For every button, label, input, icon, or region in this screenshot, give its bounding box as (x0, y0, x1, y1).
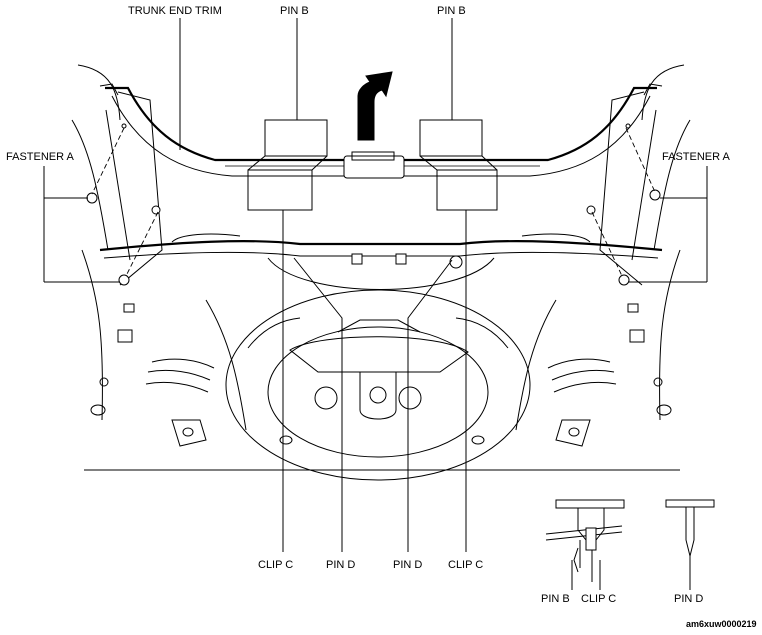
label-pin-b-right: PIN B (437, 5, 466, 17)
label-clip-c-left: CLIP C (258, 559, 293, 571)
callout-lines (43, 18, 708, 552)
fastener-a-markers (86, 123, 661, 286)
floor-ridges (145, 299, 617, 431)
detail-clip-c-pin-b (545, 499, 625, 590)
trunk-body-drawing (71, 64, 691, 481)
spare-tire-well (225, 289, 531, 481)
label-pin-b-left: PIN B (280, 5, 309, 17)
label-detail-pin-b: PIN B (541, 593, 570, 605)
label-fastener-a-left: FASTENER A (6, 151, 75, 163)
center-handle-tab (343, 155, 405, 179)
label-detail-pin-d: PIN D (674, 593, 703, 605)
image-code: am6xuw0000219 (686, 619, 757, 629)
label-trunk-end-trim: TRUNK END TRIM (128, 5, 222, 17)
removal-direction-arrow (357, 71, 393, 141)
label-fastener-a-right: FASTENER A (662, 151, 731, 163)
floor-holes (90, 303, 672, 447)
detail-pin-d (665, 499, 715, 590)
label-clip-c-right: CLIP C (448, 559, 483, 571)
label-pin-d-right: PIN D (393, 559, 422, 571)
label-detail-clip-c: CLIP C (581, 593, 616, 605)
label-pin-d-left: PIN D (326, 559, 355, 571)
